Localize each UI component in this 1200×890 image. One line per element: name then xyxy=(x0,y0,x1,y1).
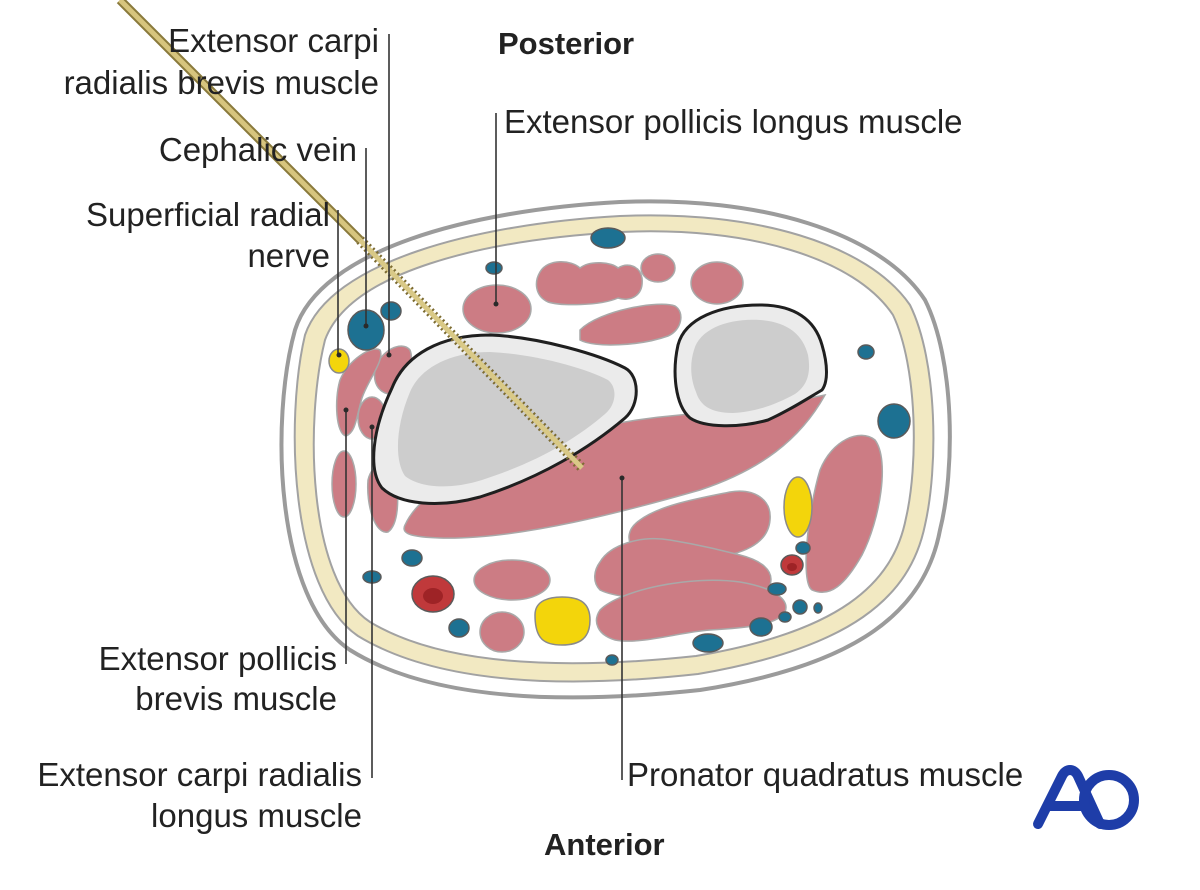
posterior-label: Posterior xyxy=(498,26,634,61)
muscle-fcr xyxy=(479,611,525,653)
ao-foundation-logo xyxy=(1033,765,1139,830)
vein-volar-6 xyxy=(749,617,773,637)
vein-epl-small xyxy=(485,261,503,275)
muscle-edm xyxy=(690,261,744,305)
basilic-vein xyxy=(877,403,911,439)
ecrl-label-line2: longus muscle xyxy=(151,797,362,834)
nerves xyxy=(328,348,813,646)
muscle-fcu xyxy=(805,434,884,594)
cross-section xyxy=(279,199,952,700)
ulnar-nerve xyxy=(783,476,813,538)
srn-label-line1: Superficial radial xyxy=(86,196,330,233)
leader-lines xyxy=(336,34,625,780)
superficial-radial-nerve xyxy=(328,348,350,374)
vein-dorsal xyxy=(590,227,626,249)
ecrb-label-line1: Extensor carpi xyxy=(168,22,379,59)
ulna-medulla xyxy=(691,319,810,413)
vein-ulnar-1 xyxy=(795,541,811,555)
vein-volar-1 xyxy=(401,549,423,567)
muscle-fds-lower xyxy=(595,579,787,642)
veins xyxy=(347,227,911,666)
vein-volar-5 xyxy=(692,633,724,653)
srn-label-line2: nerve xyxy=(247,237,330,274)
epb-label-line1: Extensor pollicis xyxy=(99,640,337,677)
vein-ulnar-small xyxy=(857,344,875,360)
muscle-epb xyxy=(331,450,357,518)
vein-ulnar-5 xyxy=(813,602,823,614)
muscle-extensor-flat xyxy=(579,303,682,346)
vein-small-radial xyxy=(380,301,402,321)
labels: Posterior Anterior Extensor carpi radial… xyxy=(37,22,1023,862)
muscle-extensor-group xyxy=(535,261,643,306)
vein-volar-4 xyxy=(605,654,619,666)
radius-medulla xyxy=(397,352,615,487)
vein-volar-3 xyxy=(448,618,470,638)
median-nerve xyxy=(534,596,591,646)
pronator-quadratus-label: Pronator quadratus muscle xyxy=(627,756,1023,793)
muscle-epl xyxy=(462,284,532,334)
anterior-label: Anterior xyxy=(544,827,665,862)
screw-icon xyxy=(116,0,586,472)
muscle-small-extensor xyxy=(640,253,676,283)
ecrl-label-line1: Extensor carpi radialis xyxy=(37,756,362,793)
ulnar-artery-lumen xyxy=(787,563,797,571)
vein-ulnar-4 xyxy=(778,611,792,623)
epb-label-line2: brevis muscle xyxy=(135,680,337,717)
arteries xyxy=(411,554,804,613)
vein-ulnar-2 xyxy=(767,582,787,596)
radial-artery-lumen xyxy=(423,588,443,604)
ecrb-label-line2: radialis brevis muscle xyxy=(64,64,379,101)
bones xyxy=(372,303,828,505)
epl-label: Extensor pollicis longus muscle xyxy=(504,103,963,140)
vein-ulnar-3 xyxy=(792,599,808,615)
muscles xyxy=(331,253,884,653)
muscle-fpl xyxy=(473,559,551,601)
cephalic-vein-label: Cephalic vein xyxy=(159,131,357,168)
